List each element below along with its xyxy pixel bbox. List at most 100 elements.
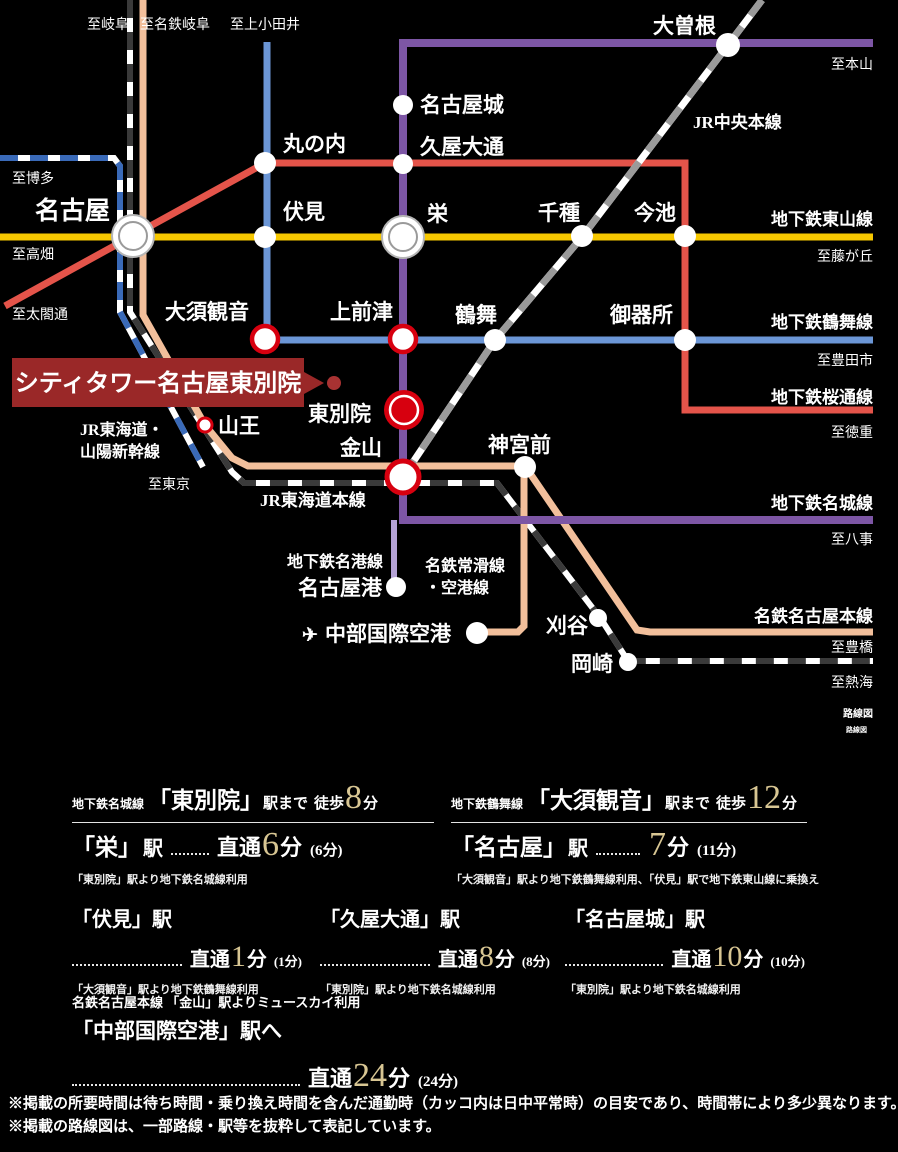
route-station-suffix: 駅 [440, 909, 460, 931]
dir-tokyo: 至東京 [148, 477, 190, 493]
route-paren-minutes: (1分) [273, 954, 302, 969]
station-label-centrair: 中部国際空港 [325, 622, 452, 646]
route-station: 「久屋大通」 [320, 909, 440, 931]
header-line-name: 地下鉄名城線 [72, 797, 145, 811]
line-sakuradori [3, 159, 873, 414]
access-route-nagoyajo: 「名古屋城」駅 直通 10 分 (10分) 「東別院」駅より地下鉄名城線利用 [565, 903, 805, 997]
label-meitetsu-main: 名鉄名古屋本線 [754, 606, 873, 626]
station-dot-kanayama [384, 458, 422, 496]
dir-yagoto: 至八事 [831, 532, 873, 548]
station-dot-sanno [196, 416, 214, 434]
route-station: 「栄」 [72, 835, 141, 860]
label-sakuradori: 地下鉄桜通線 [771, 387, 873, 407]
dir-tokushige: 至徳重 [831, 425, 873, 441]
footer-notes: ※掲載の所要時間は待ち時間・乗り換え時間を含んだ通勤時（カッコ内は日中平常時）の… [8, 1093, 898, 1140]
station-label-tsurumai: 鶴舞 [455, 303, 497, 327]
station-label-sakae: 栄 [426, 202, 449, 226]
line-meitetsu-tokoname [480, 468, 528, 636]
header-walk-minutes: 8 [345, 779, 363, 816]
route-minutes-unit: 分 [667, 835, 690, 860]
station-label-imaike: 今池 [634, 201, 676, 225]
line-meijo [399, 39, 873, 524]
route-minutes: 10 [712, 940, 743, 973]
dotted-leader [72, 1081, 300, 1086]
route-minutes-unit: 分 [246, 949, 267, 971]
station-dot-centrair [466, 622, 488, 644]
station-dot-tsurumai [484, 329, 506, 351]
route-map: シティタワー名古屋東別院 至岐阜 至名鉄岐阜 至上小田井 至博多 至高畑 至太閤… [0, 0, 873, 734]
route-direct-label: 直通 [189, 949, 230, 971]
dir-toyohashi: 至豊橋 [831, 640, 873, 656]
dotted-leader [72, 961, 182, 966]
station-label-sanno: 山王 [218, 414, 260, 438]
route-paren-minutes: (24分) [418, 1074, 459, 1090]
station-label-marunouchi: 丸の内 [282, 132, 346, 156]
header-station-suffix: 駅まで [263, 796, 309, 812]
route-note: 「大須観音」駅より地下鉄鶴舞線利用、「伏見」駅で地下鉄東山線に乗換え [451, 874, 820, 886]
dir-toyotashi: 至豊田市 [817, 352, 873, 369]
route-station-suffix: 駅 [143, 838, 163, 860]
station-dot-imaike [674, 225, 696, 247]
access-route-sakae: 「栄」 駅 直通 6 分 (6分) 「東別院」駅より地下鉄名城線利用 [72, 828, 442, 887]
route-minutes: 8 [478, 940, 494, 973]
station-dot-okazaki [619, 653, 637, 671]
dotted-leader [320, 961, 430, 966]
route-minutes-unit: 分 [494, 949, 515, 971]
dotted-leader [596, 850, 640, 855]
route-station: 「中部国際空港」 [72, 1019, 240, 1043]
station-label-osukannon: 大須観音 [165, 300, 249, 324]
line-jr-tokaido [127, 0, 873, 664]
route-direct-label: 直通 [671, 949, 712, 971]
label-jr-tokaido: JR東海道本線 [260, 490, 366, 510]
dir-kamiotai: 至上小田井 [230, 17, 300, 33]
dir-hakata: 至博多 [12, 170, 54, 187]
route-direct-label: 直通 [217, 835, 262, 860]
label-meijo: 地下鉄名城線 [771, 493, 873, 513]
dir-taikodori: 至太閤通 [12, 307, 68, 323]
station-label-fushimi: 伏見 [283, 200, 325, 224]
route-station: 「名古屋」 [451, 835, 566, 860]
station-label-kamimaezu: 上前津 [330, 300, 393, 324]
header-line-name: 地下鉄鶴舞線 [451, 797, 524, 811]
station-label-higashibetsuin: 東別院 [308, 402, 371, 426]
route-note: 「東別院」駅より地下鉄名城線利用 [72, 874, 248, 886]
station-dot-jingumae [514, 456, 536, 478]
dir-fujigaoka: 至藤が丘 [817, 249, 873, 265]
station-label-nagoya: 名古屋 [35, 196, 110, 225]
station-dot-osukannon [249, 323, 281, 355]
route-minutes: 24 [353, 1057, 388, 1094]
station-label-kuyaodori: 久屋大通 [420, 135, 504, 159]
header-station-suffix: 駅まで [665, 796, 711, 812]
station-dot-kariya [589, 609, 607, 627]
dotted-leader [171, 850, 209, 855]
route-minutes: 1 [230, 940, 246, 973]
access-route-fushimi: 「伏見」駅 直通 1 分 (1分) 「大須観音」駅より地下鉄鶴舞線利用 [72, 903, 302, 997]
route-paren-minutes: (10分) [770, 954, 805, 969]
header-walk-label: 徒歩 [314, 796, 345, 812]
access-route-nagoya: 「名古屋」 駅 7 分 (11分) 「大須観音」駅より地下鉄鶴舞線利用、「伏見」… [451, 828, 891, 887]
station-label-chikusa: 千種 [538, 201, 580, 225]
route-note: 「東別院」駅より地下鉄名城線利用 [565, 984, 741, 996]
dir-meitetsu-gifu: 至名鉄岐阜 [140, 16, 210, 33]
station-dot-nagoyajo [393, 95, 413, 115]
header-walk-label: 徒歩 [716, 796, 747, 812]
dir-atami: 至熱海 [831, 675, 873, 691]
header-walk-minutes: 12 [747, 779, 782, 816]
route-note: 「大須観音」駅より地下鉄鶴舞線利用 [72, 984, 259, 996]
footer-note-line: ※掲載の路線図は、一部路線・駅等を抜粋して表記しています。 [8, 1119, 441, 1136]
label-jr-chuo: JR中央本線 [693, 112, 782, 132]
airplane-icon: ✈ [302, 625, 318, 646]
station-label-ozone: 大曽根 [653, 14, 716, 38]
station-dot-nagoyako [386, 577, 406, 597]
access-header-osukannon: 地下鉄鶴舞線 「大須観音」 駅まで 徒歩 12 分 [451, 781, 807, 823]
property-label: シティタワー名古屋東別院 [15, 369, 302, 397]
station-label-kariya: 刈谷 [546, 614, 589, 638]
station-dot-ozone [716, 33, 740, 57]
route-station: 「名古屋城」 [565, 909, 685, 931]
station-dot-kuyaodori [393, 154, 413, 174]
route-station-suffix: 駅 [685, 909, 705, 931]
route-station-suffix: 駅 [568, 838, 588, 860]
station-label-nagoyajo: 名古屋城 [420, 93, 504, 117]
station-label-okazaki: 岡崎 [571, 652, 613, 676]
